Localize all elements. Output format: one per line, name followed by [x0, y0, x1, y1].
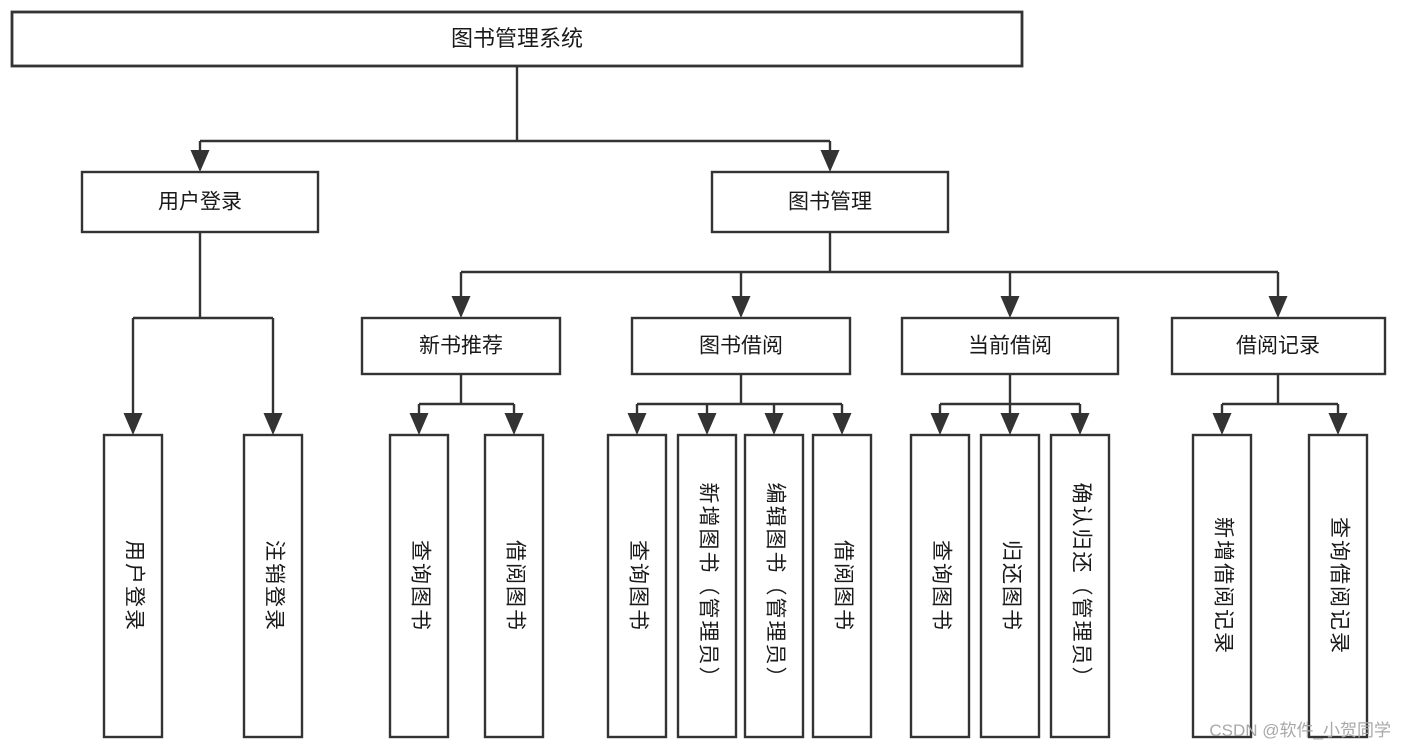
leaf-label-confirm-return-admin: 确认归还（管理员） [1069, 483, 1092, 690]
leaf-label-return-book: 归还图书 [999, 540, 1022, 632]
leaf-node-logout[interactable]: 注销登录 [242, 433, 304, 739]
node-current-borrow[interactable]: 当前借阅 [900, 316, 1120, 376]
node-book-borrow[interactable]: 图书借阅 [630, 316, 852, 376]
node-new-book-recommend[interactable]: 新书推荐 [360, 316, 562, 376]
leaf-label-user-login: 用户登录 [122, 540, 145, 632]
leaf-label-query-book-borrow: 查询图书 [626, 540, 649, 632]
node-label-user-login: 用户登录 [158, 191, 242, 214]
leaf-label-query-book-recommend: 查询图书 [408, 540, 431, 632]
node-user-login[interactable]: 用户登录 [80, 170, 320, 234]
node-label-borrow-records: 借阅记录 [1236, 335, 1320, 358]
connector-user-login-to-leaves [123, 232, 283, 435]
leaf-node-borrow-book[interactable]: 借阅图书 [811, 433, 873, 739]
connector-new-book-recommend-to-leaves [409, 374, 524, 435]
connector-book-borrow-to-leaves [627, 374, 852, 435]
node-root-book-management-system[interactable]: 图书管理系统 [10, 10, 1024, 68]
leaf-node-confirm-return-admin[interactable]: 确认归还（管理员） [1049, 433, 1111, 739]
node-borrow-records[interactable]: 借阅记录 [1170, 316, 1387, 376]
node-label-current-borrow: 当前借阅 [968, 335, 1052, 358]
node-label-book-management: 图书管理 [788, 191, 872, 214]
leaf-node-edit-book-admin[interactable]: 编辑图书（管理员） [743, 433, 805, 739]
leaf-node-add-book-admin[interactable]: 新增图书（管理员） [676, 433, 738, 739]
leaf-label-query-book-current: 查询图书 [929, 540, 952, 632]
leaf-node-user-login[interactable]: 用户登录 [102, 433, 164, 739]
leaf-label-add-book-admin: 新增图书（管理员） [696, 483, 719, 690]
leaf-label-borrow-book: 借阅图书 [831, 540, 854, 632]
leaf-node-query-borrow-record[interactable]: 查询借阅记录 [1307, 433, 1369, 739]
leaf-label-logout: 注销登录 [262, 540, 285, 632]
node-label-book-borrow: 图书借阅 [699, 335, 783, 358]
leaf-node-borrow-book-recommend[interactable]: 借阅图书 [483, 433, 545, 739]
leaf-label-add-borrow-record: 新增借阅记录 [1211, 517, 1234, 655]
leaf-label-query-borrow-record: 查询借阅记录 [1327, 517, 1350, 655]
leaf-label-borrow-book-recommend: 借阅图书 [503, 540, 526, 632]
leaf-node-query-book-recommend[interactable]: 查询图书 [388, 433, 450, 739]
connector-book-management-to-level2 [451, 232, 1288, 318]
node-book-management[interactable]: 图书管理 [710, 170, 950, 234]
leaf-node-add-borrow-record[interactable]: 新增借阅记录 [1191, 433, 1253, 739]
node-label-root: 图书管理系统 [451, 26, 583, 51]
leaf-label-edit-book-admin: 编辑图书（管理员） [763, 483, 786, 690]
connector-borrow-records-to-leaves [1212, 374, 1348, 435]
node-label-new-book-recommend: 新书推荐 [419, 335, 503, 358]
connector-root-to-level1 [190, 66, 840, 172]
leaf-node-query-book-current[interactable]: 查询图书 [909, 433, 971, 739]
connector-current-borrow-to-leaves [930, 374, 1090, 435]
leaf-node-return-book[interactable]: 归还图书 [979, 433, 1041, 739]
leaf-node-query-book-borrow[interactable]: 查询图书 [606, 433, 668, 739]
